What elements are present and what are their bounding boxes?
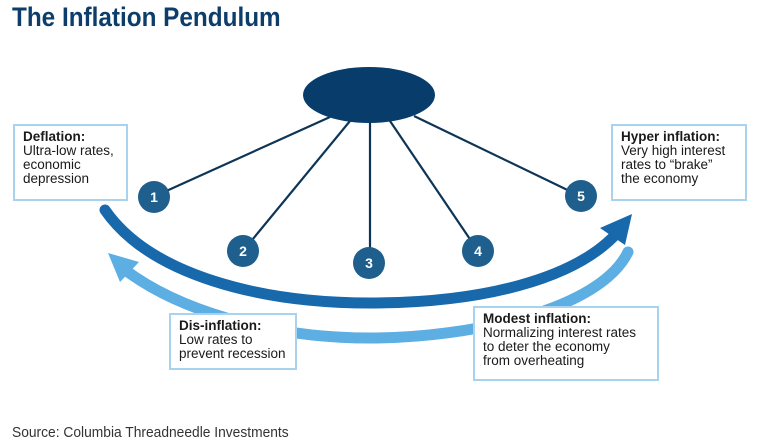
light-arrowhead-icon (108, 253, 139, 282)
modest-inflation-line: from overheating (483, 353, 585, 368)
pendulum-pivot (303, 67, 435, 123)
dis-inflation-line: prevent recession (179, 346, 286, 361)
hyper-inflation-line: the economy (621, 171, 699, 186)
deflation-heading: Deflation: (23, 129, 86, 144)
string-5 (413, 115, 583, 198)
modest-inflation-heading: Modest inflation: (483, 311, 591, 326)
pendulum-ball-4: 4 (462, 235, 494, 267)
pendulum-ball-3: 3 (353, 247, 385, 279)
page-title: The Inflation Pendulum (12, 2, 281, 32)
string-4 (389, 120, 479, 252)
hyper-inflation-line: Very high interest (621, 143, 726, 158)
dark-forward-arrow (99, 204, 624, 309)
deflation-line: economic (23, 157, 81, 172)
ball-label-5: 5 (577, 188, 585, 204)
dis-inflation-heading: Dis-inflation: (179, 318, 262, 333)
modest-inflation-line: to deter the economy (483, 339, 610, 354)
source-note: Source: Columbia Threadneedle Investment… (12, 424, 289, 441)
hyper-inflation-heading: Hyper inflation: (621, 129, 721, 144)
deflation-line: depression (23, 171, 90, 186)
hyper-inflation-line: rates to “brake” (621, 157, 713, 172)
ball-label-4: 4 (474, 243, 482, 259)
pendulum-ball-2: 2 (227, 235, 259, 267)
deflation-callout: Deflation: Ultra-low rates, economic dep… (13, 124, 128, 201)
deflation-line: Ultra-low rates, (23, 143, 114, 158)
pendulum-ball-5: 5 (565, 180, 597, 212)
ball-label-2: 2 (239, 243, 247, 259)
ball-label-1: 1 (150, 189, 158, 205)
hyper-inflation-callout: Hyper inflation: Very high interest rate… (611, 124, 747, 201)
pendulum-ball-1: 1 (138, 181, 170, 213)
dark-arrowhead-icon (600, 214, 632, 245)
modest-inflation-line: Normalizing interest rates (483, 325, 637, 340)
dis-inflation-callout: Dis-inflation: Low rates to prevent rece… (169, 313, 297, 370)
string-1 (152, 115, 331, 199)
dis-inflation-line: Low rates to (179, 332, 253, 347)
string-2 (242, 120, 351, 252)
ball-label-3: 3 (365, 255, 373, 271)
light-return-arrow (114, 246, 634, 344)
modest-inflation-callout: Modest inflation: Normalizing interest r… (473, 306, 659, 381)
